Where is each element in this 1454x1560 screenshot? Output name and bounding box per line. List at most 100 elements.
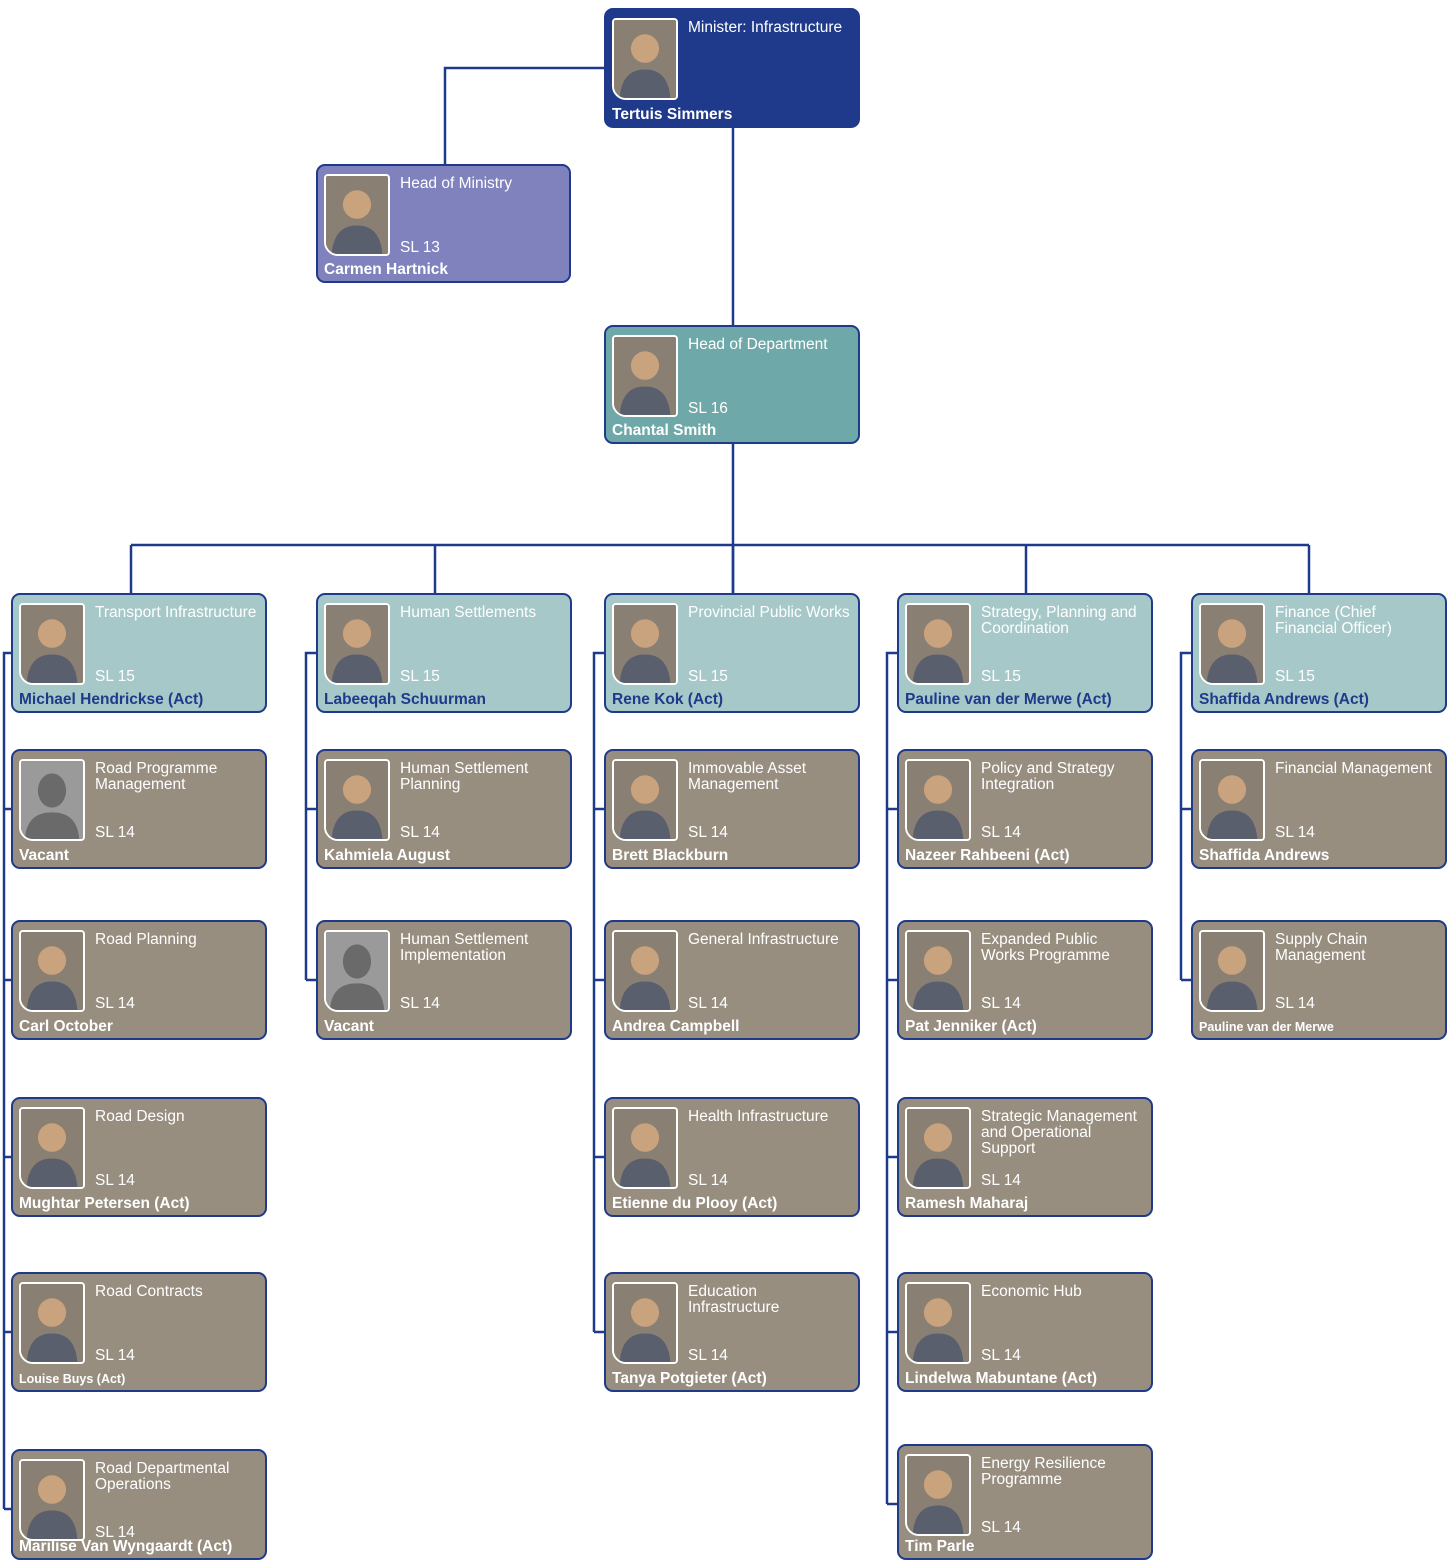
person-name: Carl October bbox=[19, 1018, 113, 1035]
salary-level: SL 14 bbox=[688, 1347, 728, 1364]
unit-card[interactable]: Financial Management SL 14 Shaffida Andr… bbox=[1191, 749, 1447, 869]
unit-card[interactable]: Health Infrastructure SL 14 Etienne du P… bbox=[604, 1097, 860, 1217]
head-of-department-card[interactable]: Head of Department SL 16 Chantal Smith bbox=[604, 325, 860, 444]
branch-head-card[interactable]: Strategy, Planning and Coordination SL 1… bbox=[897, 593, 1153, 713]
person-photo bbox=[612, 335, 678, 417]
position-title: General Infrastructure bbox=[688, 931, 839, 948]
unit-card[interactable]: Road Contracts SL 14 Louise Buys (Act) bbox=[11, 1272, 267, 1392]
person-name: Louise Buys (Act) bbox=[19, 1372, 126, 1386]
position-title: Minister: Infrastructure bbox=[688, 19, 843, 36]
unit-card[interactable]: Supply Chain Management SL 14 Pauline va… bbox=[1191, 920, 1447, 1040]
person-name: Vacant bbox=[324, 1018, 374, 1035]
position-title: Strategy, Planning and Coordination bbox=[981, 604, 1137, 637]
connector-branch-spine bbox=[304, 651, 316, 980]
person-name: Vacant bbox=[19, 847, 69, 864]
branch-head-card[interactable]: Finance (Chief Financial Officer) SL 15 … bbox=[1191, 593, 1447, 713]
unit-card[interactable]: Policy and Strategy Integration SL 14 Na… bbox=[897, 749, 1153, 869]
person-photo bbox=[612, 18, 678, 100]
person-name: Michael Hendrickse (Act) bbox=[19, 691, 204, 708]
vacant-silhouette-icon bbox=[324, 930, 390, 1012]
person-photo bbox=[612, 603, 678, 685]
person-name: Tertuis Simmers bbox=[612, 106, 733, 123]
position-title: Education Infrastructure bbox=[688, 1283, 780, 1316]
salary-level: SL 14 bbox=[688, 1172, 728, 1189]
unit-card[interactable]: General Infrastructure SL 14 Andrea Camp… bbox=[604, 920, 860, 1040]
position-title: Expanded Public Works Programme bbox=[981, 931, 1110, 964]
person-photo bbox=[324, 759, 390, 841]
position-title: Head of Ministry bbox=[400, 175, 512, 192]
person-name: Rene Kok (Act) bbox=[612, 691, 724, 708]
salary-level: SL 15 bbox=[1275, 668, 1315, 685]
salary-level: SL 15 bbox=[95, 668, 135, 685]
unit-card[interactable]: Education Infrastructure SL 14 Tanya Pot… bbox=[604, 1272, 860, 1392]
person-photo bbox=[19, 930, 85, 1012]
person-photo bbox=[905, 603, 971, 685]
position-title: Policy and Strategy Integration bbox=[981, 760, 1115, 793]
unit-card[interactable]: Human Settlement Planning SL 14 Kahmiela… bbox=[316, 749, 572, 869]
position-title: Strategic Management and Operational Sup… bbox=[981, 1108, 1137, 1157]
unit-card[interactable]: Strategic Management and Operational Sup… bbox=[897, 1097, 1153, 1217]
unit-card[interactable]: Energy Resilience Programme SL 14 Tim Pa… bbox=[897, 1444, 1153, 1560]
person-photo bbox=[905, 930, 971, 1012]
person-photo bbox=[905, 1454, 971, 1536]
position-title: Health Infrastructure bbox=[688, 1108, 829, 1125]
unit-card[interactable]: Immovable Asset Management SL 14 Brett B… bbox=[604, 749, 860, 869]
salary-level: SL 14 bbox=[95, 1172, 135, 1189]
person-photo bbox=[1199, 930, 1265, 1012]
person-photo bbox=[19, 603, 85, 685]
unit-card[interactable]: Human Settlement Implementation SL 14 Va… bbox=[316, 920, 572, 1040]
salary-level: SL 14 bbox=[95, 1347, 135, 1364]
branch-head-card[interactable]: Transport Infrastructure SL 15 Michael H… bbox=[11, 593, 267, 713]
position-title: Transport Infrastructure bbox=[95, 604, 257, 621]
salary-level: SL 14 bbox=[95, 995, 135, 1012]
salary-level: SL 14 bbox=[981, 1347, 1021, 1364]
salary-level: SL 15 bbox=[981, 668, 1021, 685]
position-title: Human Settlement Planning bbox=[400, 760, 529, 793]
unit-card[interactable]: Expanded Public Works Programme SL 14 Pa… bbox=[897, 920, 1153, 1040]
person-name: Brett Blackburn bbox=[612, 847, 729, 864]
person-name: Pauline van der Merwe bbox=[1199, 1020, 1334, 1034]
unit-card[interactable]: Road Planning SL 14 Carl October bbox=[11, 920, 267, 1040]
head-of-ministry-card[interactable]: Head of Ministry SL 13 Carmen Hartnick bbox=[316, 164, 571, 283]
unit-card[interactable]: Road Design SL 14 Mughtar Petersen (Act) bbox=[11, 1097, 267, 1217]
unit-card[interactable]: Road Programme Management SL 14 Vacant bbox=[11, 749, 267, 869]
salary-level: SL 14 bbox=[1275, 995, 1315, 1012]
person-photo bbox=[612, 930, 678, 1012]
salary-level: SL 13 bbox=[400, 239, 440, 256]
salary-level: SL 14 bbox=[688, 824, 728, 841]
person-photo bbox=[324, 174, 390, 256]
person-photo bbox=[1199, 759, 1265, 841]
minister-card[interactable]: Minister: Infrastructure Tertuis Simmers bbox=[604, 8, 860, 128]
person-photo bbox=[905, 1282, 971, 1364]
position-title: Head of Department bbox=[688, 336, 828, 353]
position-title: Road Contracts bbox=[95, 1283, 203, 1300]
person-photo bbox=[19, 1459, 85, 1541]
unit-card[interactable]: Road Departmental Operations SL 14 Maril… bbox=[11, 1449, 267, 1560]
connector-minister-hom bbox=[443, 66, 604, 164]
branch-head-card[interactable]: Provincial Public Works SL 15 Rene Kok (… bbox=[604, 593, 860, 713]
unit-card[interactable]: Economic Hub SL 14 Lindelwa Mabuntane (A… bbox=[897, 1272, 1153, 1392]
connector-branch-spine bbox=[592, 651, 604, 1332]
salary-level: SL 14 bbox=[981, 995, 1021, 1012]
person-photo bbox=[19, 1282, 85, 1364]
person-photo bbox=[612, 1282, 678, 1364]
vacant-silhouette-icon bbox=[19, 759, 85, 841]
salary-level: SL 14 bbox=[95, 824, 135, 841]
person-name: Andrea Campbell bbox=[612, 1018, 740, 1035]
person-name: Labeeqah Schuurman bbox=[324, 691, 486, 708]
branch-head-card[interactable]: Human Settlements SL 15 Labeeqah Schuurm… bbox=[316, 593, 572, 713]
person-photo bbox=[1199, 603, 1265, 685]
person-photo bbox=[19, 1107, 85, 1189]
salary-level: SL 15 bbox=[400, 668, 440, 685]
person-name: Etienne du Plooy (Act) bbox=[612, 1195, 778, 1212]
person-name: Shaffida Andrews (Act) bbox=[1199, 691, 1369, 708]
person-name: Pauline van der Merwe (Act) bbox=[905, 691, 1112, 708]
person-name: Shaffida Andrews bbox=[1199, 847, 1330, 864]
person-photo bbox=[905, 759, 971, 841]
salary-level: SL 14 bbox=[400, 995, 440, 1012]
connector-branch-spine bbox=[1179, 651, 1191, 980]
salary-level: SL 15 bbox=[688, 668, 728, 685]
salary-level: SL 14 bbox=[981, 824, 1021, 841]
person-name: Kahmiela August bbox=[324, 847, 451, 864]
position-title: Economic Hub bbox=[981, 1283, 1082, 1300]
